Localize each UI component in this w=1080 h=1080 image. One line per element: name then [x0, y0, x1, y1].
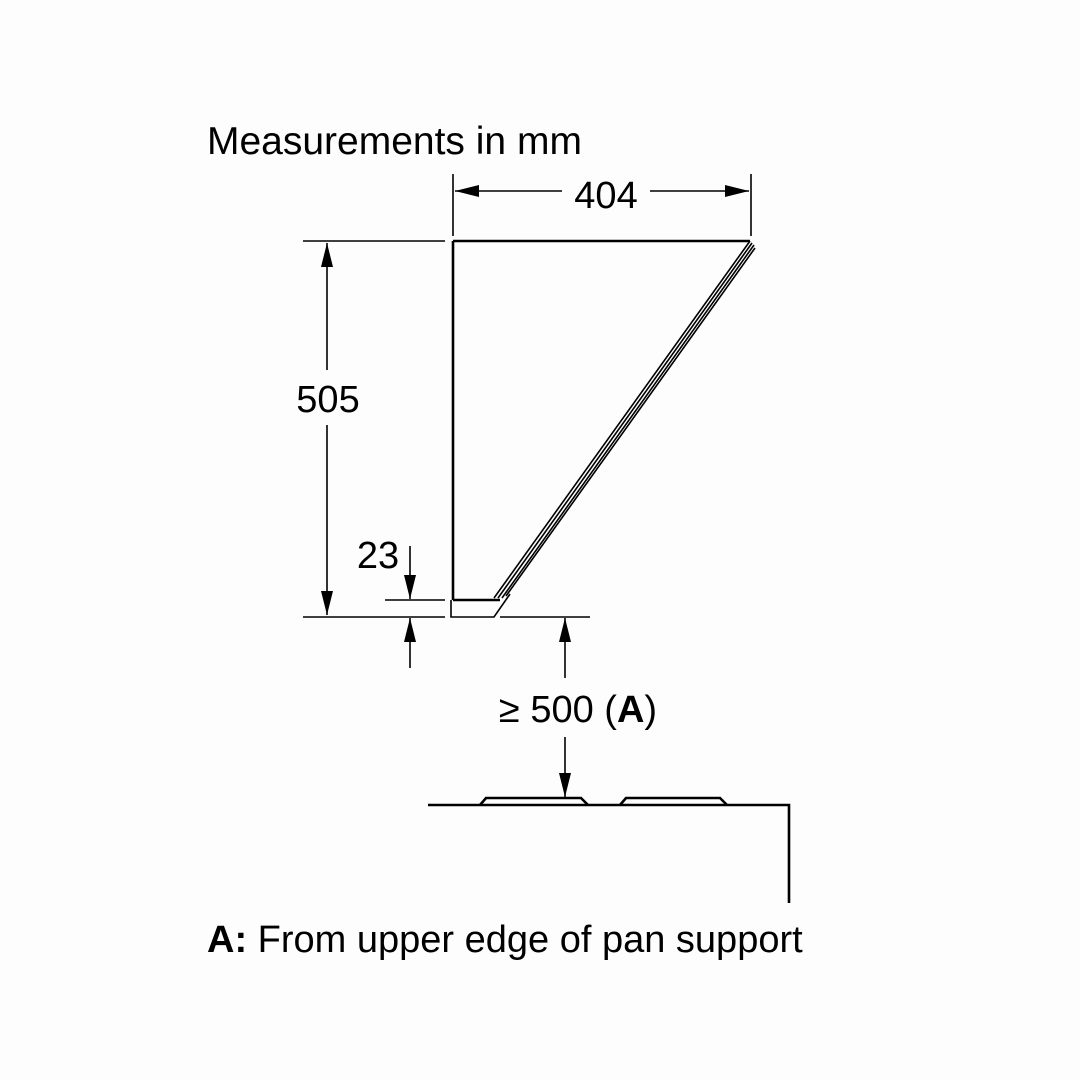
width-value: 404 [574, 175, 637, 217]
clearance-dimension: ≥ 500 (A) [499, 616, 657, 797]
bottom-edge-dimension: 23 [357, 535, 445, 668]
width-dimension: 404 [452, 174, 752, 236]
footnote: A: From upper edge of pan support [207, 919, 803, 961]
hob-outline [428, 796, 791, 903]
height-dimension: 505 [296, 240, 445, 618]
clearance-value: ≥ 500 (A) [499, 689, 657, 731]
bottom-edge-value: 23 [357, 535, 399, 577]
pan-support-right [619, 796, 728, 806]
pan-support-left [479, 796, 589, 806]
height-value: 505 [296, 379, 359, 421]
diagram-title: Measurements in mm [207, 120, 582, 163]
hood-outline [450, 239, 756, 618]
